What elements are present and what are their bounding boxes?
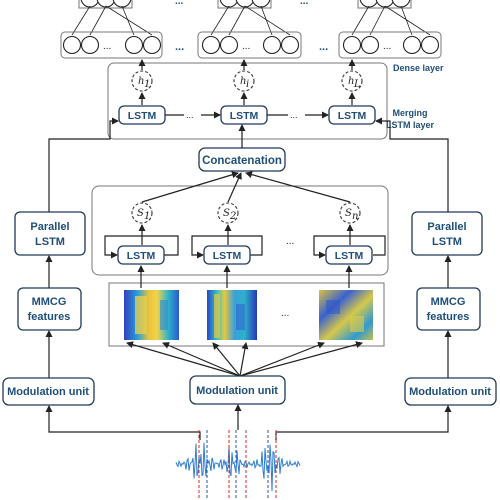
merging-label-line2: LSTM layer <box>386 120 435 130</box>
central-lstm-1-label: LSTM <box>127 250 156 262</box>
central-state-s1-base: S <box>137 208 144 219</box>
merging-lstm-3-label: LSTM <box>338 110 367 122</box>
dense-between-ellipsis-1: ... <box>175 41 184 53</box>
merging-output-hi-base: h <box>240 76 246 87</box>
central-state-s1-sub: 1 <box>144 211 150 222</box>
dense-layer: ... ... ... <box>60 0 444 73</box>
central-lstm-2: LSTM <box>203 245 251 265</box>
feature-map-1 <box>124 290 179 340</box>
merging-output-hL-sub: L <box>353 79 361 90</box>
speech-waveform <box>175 430 301 500</box>
center-fanout <box>126 341 363 377</box>
merging-output-hi-sub: i <box>246 79 249 90</box>
merging-output-h1-base: h <box>138 76 144 87</box>
left-parallel-lstm-line2: LSTM <box>35 236 65 248</box>
dense-connections <box>71 5 431 36</box>
feature-map-2 <box>207 290 257 340</box>
dense-group-3-ellipsis: ... <box>383 41 391 52</box>
center-modulation-label: Modulation unit <box>196 385 278 397</box>
dense-group-1-ellipsis: ... <box>103 41 111 52</box>
central-lstm-block: S 1 S 2 S n LSTM LSTM ... <box>91 171 389 276</box>
central-lstm-2-label: LSTM <box>213 250 242 262</box>
dense-group-2: ... <box>197 31 302 59</box>
central-lstm-group-frame <box>91 185 389 276</box>
merging-output-hL: h L <box>341 70 363 92</box>
right-mmcg-line1: MMCG <box>431 296 466 308</box>
dense-top-ellipsis-2: ... <box>300 0 309 7</box>
center-modulation-unit: Modulation unit <box>189 375 286 405</box>
left-mmcg-line2: features <box>28 311 71 323</box>
central-state-s2-base: S <box>223 208 230 219</box>
central-lstm-ellipsis: ... <box>286 236 294 247</box>
concatenation-label: Concatenation <box>202 155 282 167</box>
right-parallel-lstm-line2: LSTM <box>432 236 462 248</box>
dense-layer-label: Dense layer <box>393 63 444 73</box>
feature-maps-ellipsis: ... <box>281 308 289 319</box>
merging-lstm-1-label: LSTM <box>128 110 157 122</box>
central-state-sn-sub: n <box>352 211 358 222</box>
central-lstm-3-label: LSTM <box>335 250 364 262</box>
feature-map-3 <box>319 290 373 340</box>
right-mmcg-line2: features <box>427 311 470 323</box>
left-mmcg-line1: MMCG <box>32 296 67 308</box>
dense-top-ellipsis-1: ... <box>175 0 184 7</box>
dense-group-1: ... <box>60 31 163 59</box>
merging-lstm-layer: Merging LSTM layer h 1 h i h L LSTM <box>107 59 435 140</box>
merging-output-hi: h i <box>233 70 255 92</box>
dense-group-3: ... <box>338 31 442 59</box>
central-state-sn: S n <box>339 202 361 224</box>
left-modulation-unit: Modulation unit <box>2 377 95 406</box>
right-branch: Parallel LSTM MMCG features Modulation u… <box>275 117 497 440</box>
concatenation-node: Concatenation <box>198 147 286 172</box>
central-lstm-1: LSTM <box>117 245 165 265</box>
left-branch: Parallel LSTM MMCG features Modulation u… <box>2 117 201 440</box>
right-modulation-label: Modulation unit <box>409 386 491 398</box>
dense-top-group-1 <box>78 0 133 9</box>
merging-lstm-group-frame <box>107 62 388 140</box>
left-parallel-lstm-line1: Parallel <box>30 221 69 233</box>
right-mmcg-features: MMCG features <box>416 287 481 331</box>
central-state-sn-base: S <box>345 208 352 219</box>
right-modulation-unit: Modulation unit <box>404 377 497 406</box>
merging-recur-ellipsis-2: ... <box>290 110 298 120</box>
waveform-line <box>175 442 301 492</box>
merging-recur-ellipsis-1: ... <box>186 110 194 120</box>
left-mmcg-features: MMCG features <box>17 287 82 331</box>
dense-top-group-3 <box>357 0 412 9</box>
right-parallel-lstm-line1: Parallel <box>427 221 466 233</box>
left-parallel-lstm: Parallel LSTM <box>14 211 86 256</box>
central-lstm-3: LSTM <box>325 245 373 265</box>
right-parallel-lstm: Parallel LSTM <box>411 211 483 256</box>
central-state-s2: S 2 <box>217 202 239 224</box>
merging-output-h1: h 1 <box>131 70 153 92</box>
left-modulation-label: Modulation unit <box>7 386 89 398</box>
merging-lstm-2: LSTM <box>220 105 268 125</box>
central-state-s1: S 1 <box>131 202 153 224</box>
dense-between-ellipsis-2: ... <box>319 41 328 53</box>
dense-group-2-ellipsis: ... <box>242 41 250 52</box>
feature-maps: ... <box>108 265 385 347</box>
merging-lstm-1: LSTM <box>118 105 166 125</box>
merging-lstm-3: LSTM <box>328 105 376 125</box>
merging-output-h1-sub: 1 <box>144 79 150 90</box>
merging-output-hL-base: h <box>348 76 354 87</box>
merging-label-line1: Merging <box>393 108 428 118</box>
merging-lstm-2-label: LSTM <box>230 110 259 122</box>
central-state-s2-sub: 2 <box>229 211 236 222</box>
